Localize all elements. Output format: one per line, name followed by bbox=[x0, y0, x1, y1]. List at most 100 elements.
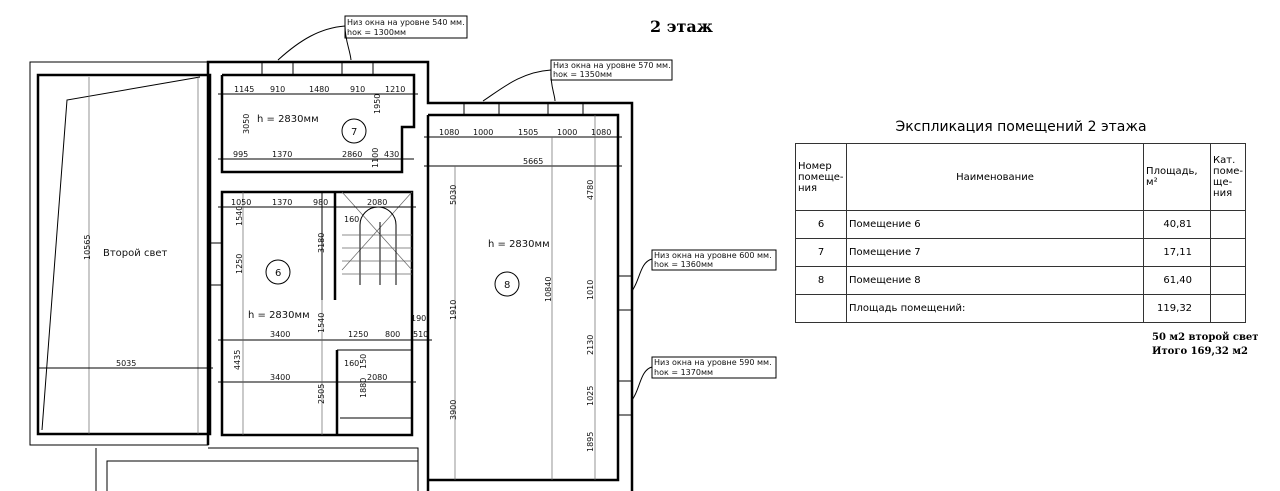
callout-text: hок = 1360мм bbox=[654, 260, 713, 269]
dim-label: 1950 bbox=[373, 94, 382, 114]
dim-label: 3900 bbox=[449, 400, 458, 420]
explication-table: Номер помеще-ния Наименование Площадь, м… bbox=[795, 143, 1246, 323]
dim-label: 1895 bbox=[586, 432, 595, 452]
dim-label: 1080 bbox=[591, 128, 611, 137]
callout-text: hок = 1350мм bbox=[553, 70, 612, 79]
table-row: 7 Помещение 7 17,11 bbox=[796, 239, 1246, 267]
dim-label: 3400 bbox=[270, 373, 290, 382]
dim-label: 1145 bbox=[234, 85, 254, 94]
window-callout: Низ окна на уровне 570 мм. hок = 1350мм bbox=[483, 60, 672, 101]
header-number: Номер помеще-ния bbox=[796, 144, 847, 211]
header-category: Кат. поме-ще-ния bbox=[1211, 144, 1246, 211]
dim-label: 1880 bbox=[359, 378, 368, 398]
room-name: Помещение 6 bbox=[847, 211, 1144, 239]
room-area: 17,11 bbox=[1144, 239, 1211, 267]
dim-label: 1540 bbox=[235, 206, 244, 226]
callout-text: Низ окна на уровне 570 мм. bbox=[553, 61, 671, 70]
dim-label: 980 bbox=[313, 198, 328, 207]
dim-label: 4780 bbox=[586, 180, 595, 200]
dim-label: 5035 bbox=[116, 359, 136, 368]
dim-label: 1540 bbox=[317, 313, 326, 333]
dim-label: 3050 bbox=[242, 114, 251, 134]
dim-label: 1025 bbox=[586, 386, 595, 406]
dim-label: 1080 bbox=[439, 128, 459, 137]
dim-label: 1370 bbox=[272, 150, 292, 159]
dim-label: 1480 bbox=[309, 85, 329, 94]
total-number bbox=[796, 295, 847, 323]
window-callout: Низ окна на уровне 590 мм. hок = 1370мм bbox=[632, 357, 776, 400]
room-number: 8 bbox=[504, 280, 510, 291]
total-category bbox=[1211, 295, 1246, 323]
dim-label: 1370 bbox=[272, 198, 292, 207]
dim-label: 2080 bbox=[367, 198, 387, 207]
room-number: 8 bbox=[796, 267, 847, 295]
table-row: 8 Помещение 8 61,40 bbox=[796, 267, 1246, 295]
dim-label: 2860 bbox=[342, 150, 362, 159]
callout-text: Низ окна на уровне 600 мм. bbox=[654, 251, 772, 260]
dim-label: 430 bbox=[384, 150, 399, 159]
room-number: 7 bbox=[796, 239, 847, 267]
dim-label: 5030 bbox=[449, 185, 458, 205]
explication-title: Экспликация помещений 2 этажа bbox=[795, 119, 1247, 135]
dim-label: 1250 bbox=[348, 330, 368, 339]
second-light-note: 50 м2 второй свет bbox=[1152, 332, 1259, 343]
dim-label: 1250 bbox=[235, 254, 244, 274]
header-area: Площадь, м² bbox=[1144, 144, 1211, 211]
dim-label: 995 bbox=[233, 150, 248, 159]
dim-label: 160 bbox=[344, 215, 359, 224]
dim-label: 190 bbox=[411, 314, 426, 323]
dim-label: 10840 bbox=[544, 277, 553, 302]
room-8: 1080 1000 1505 1000 1080 5665 5030 4780 … bbox=[439, 128, 611, 452]
callout-text: Низ окна на уровне 590 мм. bbox=[654, 358, 772, 367]
room-name: Помещение 8 bbox=[847, 267, 1144, 295]
dim-label: 800 bbox=[385, 330, 400, 339]
room-7: 1145 910 1480 910 1210 1950 3050 995 137… bbox=[233, 85, 405, 168]
callout-text: Низ окна на уровне 540 мм. bbox=[347, 18, 465, 27]
room-area: 40,81 bbox=[1144, 211, 1211, 239]
dim-label: 2080 bbox=[367, 373, 387, 382]
dim-label: 1210 bbox=[385, 85, 405, 94]
dim-label: 510 bbox=[413, 330, 428, 339]
dim-label: 4435 bbox=[233, 350, 242, 370]
total-area: 119,32 bbox=[1144, 295, 1211, 323]
dim-label: 1910 bbox=[449, 300, 458, 320]
callout-text: hок = 1300мм bbox=[347, 28, 406, 37]
room-category bbox=[1211, 239, 1246, 267]
dim-label: 3400 bbox=[270, 330, 290, 339]
dim-label: 2505 bbox=[317, 384, 326, 404]
dim-label: 160 bbox=[344, 359, 359, 368]
room-category bbox=[1211, 211, 1246, 239]
room-number: 6 bbox=[796, 211, 847, 239]
room-6: 1050 1370 980 2080 1540 160 3180 1250 15… bbox=[231, 198, 428, 404]
header-name: Наименование bbox=[847, 144, 1144, 211]
table-total-row: Площадь помещений: 119,32 bbox=[796, 295, 1246, 323]
walls bbox=[96, 62, 632, 491]
dim-label: 2130 bbox=[586, 335, 595, 355]
dim-label: 1000 bbox=[557, 128, 577, 137]
window-callout: Низ окна на уровне 600 мм. hок = 1360мм bbox=[632, 250, 776, 291]
table-header: Номер помеще-ния Наименование Площадь, м… bbox=[796, 144, 1246, 211]
window-callout: Низ окна на уровне 540 мм. hок = 1300мм bbox=[278, 16, 467, 60]
total-note: Итого 169,32 м2 bbox=[1152, 346, 1248, 357]
dim-label: 1505 bbox=[518, 128, 538, 137]
second-light-label: Второй свет bbox=[103, 248, 167, 259]
room-name: Помещение 7 bbox=[847, 239, 1144, 267]
dim-label: 1100 bbox=[371, 148, 380, 168]
dim-label: 5665 bbox=[523, 157, 543, 166]
dim-label: 3180 bbox=[317, 233, 326, 253]
ceiling-height: h = 2830мм bbox=[257, 114, 319, 125]
dim-label: 910 bbox=[270, 85, 285, 94]
callout-text: hок = 1370мм bbox=[654, 368, 713, 377]
room-number: 7 bbox=[351, 127, 357, 138]
dim-label: 10565 bbox=[83, 235, 92, 260]
second-light-area: 10565 5035 Второй свет bbox=[30, 62, 213, 445]
dim-label: 1010 bbox=[586, 280, 595, 300]
room-number: 6 bbox=[275, 268, 281, 279]
room-area: 61,40 bbox=[1144, 267, 1211, 295]
table-row: 6 Помещение 6 40,81 bbox=[796, 211, 1246, 239]
dim-label: 150 bbox=[359, 354, 368, 369]
ceiling-height: h = 2830мм bbox=[248, 310, 310, 321]
dim-label: 1000 bbox=[473, 128, 493, 137]
room-category bbox=[1211, 267, 1246, 295]
dim-label: 910 bbox=[350, 85, 365, 94]
